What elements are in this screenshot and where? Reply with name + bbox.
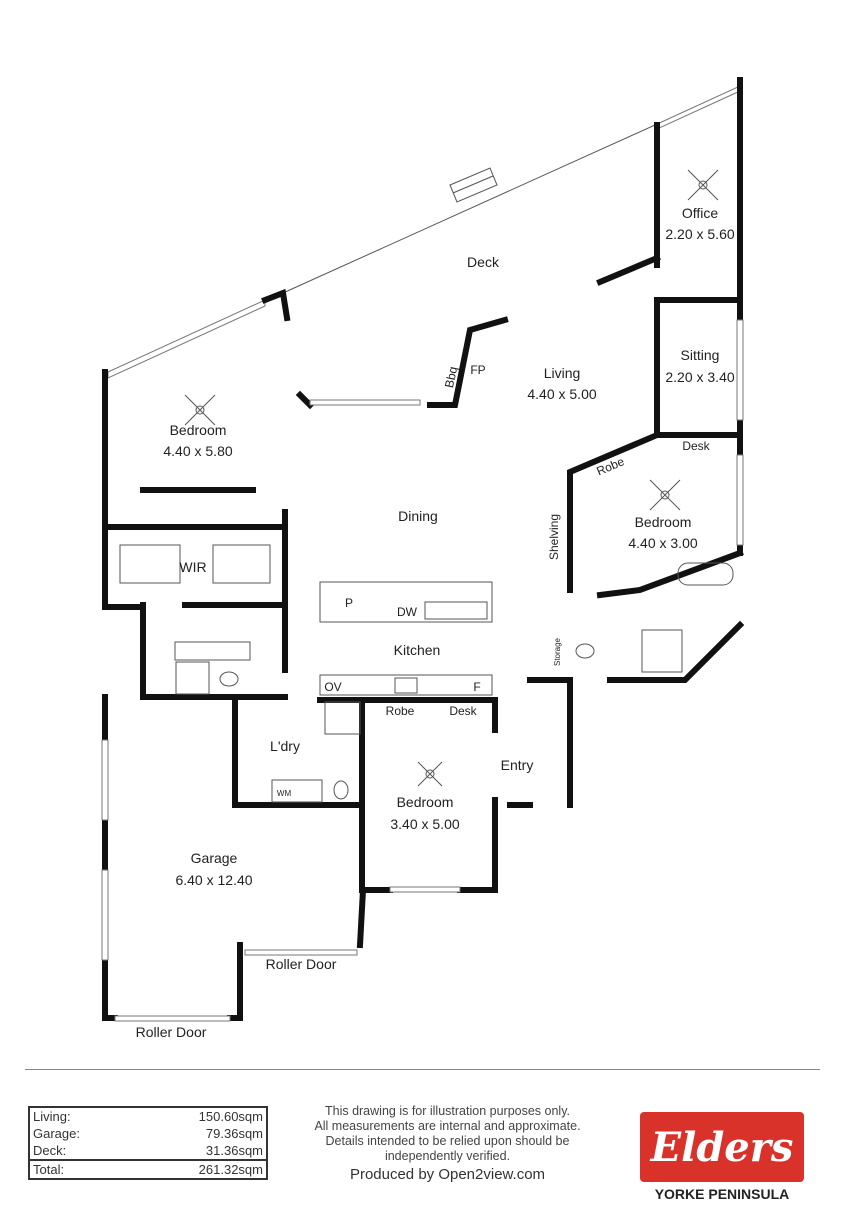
elders-logo: Elders	[640, 1112, 804, 1182]
washing-machine	[271, 779, 323, 803]
shelving-label: Shelving	[547, 514, 561, 560]
sliding-door	[309, 399, 421, 406]
area-label: Deck:	[33, 1143, 67, 1158]
ceiling-fan-icon	[184, 394, 216, 426]
disclaimer-line: This drawing is for illustration purpose…	[324, 1104, 570, 1118]
total-value: 261.32sqm	[198, 1162, 263, 1177]
ceiling-fan-icon	[649, 479, 681, 511]
room-label-kitchen: Kitchen	[394, 642, 441, 658]
wir-shelf	[212, 544, 271, 584]
shower	[175, 661, 210, 695]
window	[389, 886, 461, 893]
oven-label: OV	[324, 680, 341, 694]
vanity	[174, 641, 251, 661]
logo-subtitle: YORKE PENINSULA	[654, 1186, 790, 1202]
area-row: Deck: 31.36sqm	[30, 1142, 266, 1159]
room-dim-bedroom: 3.40 x 5.00	[390, 816, 459, 832]
room-label-deck: Deck	[467, 254, 500, 270]
fireplace-label: FP	[470, 363, 485, 377]
total-label: Total:	[33, 1162, 65, 1177]
dishwasher-label: DW	[397, 605, 418, 619]
deck-edge	[282, 124, 656, 294]
window	[654, 85, 741, 130]
area-row: Living: 150.60sqm	[30, 1108, 266, 1125]
walls	[102, 77, 745, 1021]
room-label-entry: Entry	[501, 757, 534, 773]
pantry-label: P	[345, 596, 353, 610]
ceiling-fan-icon	[687, 169, 719, 201]
area-value: 79.36sqm	[205, 1126, 263, 1141]
roller-door	[244, 949, 358, 956]
total-row: Total: 261.32sqm	[30, 1159, 266, 1178]
room-label-living: Living	[544, 365, 581, 381]
roller-door-label: Roller Door	[266, 956, 337, 972]
room-label-garage: Garage	[191, 850, 238, 866]
area-value: 31.36sqm	[205, 1143, 263, 1158]
bbq-label: Bbq	[442, 365, 460, 389]
room-label-office: Office	[682, 205, 719, 221]
deck-steps	[449, 167, 498, 203]
sink	[424, 601, 488, 620]
area-row: Garage: 79.36sqm	[30, 1125, 266, 1142]
robe-label: Robe	[386, 704, 415, 718]
area-value: 150.60sqm	[198, 1109, 263, 1124]
room-label-wir: WIR	[179, 559, 206, 575]
disclaimer: This drawing is for illustration purpose…	[285, 1104, 610, 1182]
fridge-label: F	[473, 680, 480, 694]
room-label-dining: Dining	[398, 508, 438, 524]
room-label-sitting: Sitting	[681, 347, 720, 363]
storage-label: Storage	[553, 637, 562, 666]
window	[736, 454, 744, 546]
toilet	[219, 671, 239, 687]
produced-by: Produced by Open2view.com	[349, 1166, 546, 1183]
area-label: Living:	[33, 1109, 71, 1124]
disclaimer-line: Details intended to be relied upon shoul…	[325, 1134, 570, 1148]
area-label: Garage:	[33, 1126, 80, 1141]
room-label-laundry: L'dry	[270, 738, 300, 754]
toilet	[333, 780, 349, 800]
room-dim-bedroom: 4.40 x 5.80	[163, 443, 232, 459]
shower	[641, 629, 683, 673]
room-dim-living: 4.40 x 5.00	[527, 386, 596, 402]
wir-shelf	[119, 544, 181, 584]
window	[101, 869, 109, 961]
cooktop	[394, 677, 418, 694]
room-dim-garage: 6.40 x 12.40	[175, 872, 252, 888]
room-label-bedroom: Bedroom	[397, 794, 454, 810]
window	[101, 739, 109, 821]
window	[736, 319, 744, 421]
disclaimer-line: All measurements are internal and approx…	[314, 1119, 581, 1133]
washing-machine-label: WM	[277, 789, 292, 798]
disclaimer-line: independently verified.	[384, 1149, 511, 1163]
kitchen-bench	[319, 581, 493, 623]
toilet	[575, 643, 595, 659]
area-summary-table: Living: 150.60sqm Garage: 79.36sqm Deck: 31…	[28, 1106, 268, 1180]
kitchen-counter	[319, 674, 493, 696]
ceiling-fan-icon	[417, 761, 443, 787]
window	[107, 299, 266, 379]
bath	[677, 562, 734, 586]
room-dim-sitting: 2.20 x 3.40	[665, 369, 734, 385]
floor-plan: Deck Office 2.20 x 5.60 Sitting 2.20 x 3…	[101, 77, 745, 1040]
divider	[25, 1069, 820, 1070]
desk-label: Desk	[449, 704, 477, 718]
roller-door-label: Roller Door	[136, 1024, 207, 1040]
room-dim-office: 2.20 x 5.60	[665, 226, 734, 242]
shower	[324, 701, 361, 735]
room-label-bedroom: Bedroom	[635, 514, 692, 530]
roller-door	[114, 1015, 231, 1022]
room-label-bedroom: Bedroom	[170, 422, 227, 438]
desk-label: Desk	[682, 439, 710, 453]
room-dim-bedroom: 4.40 x 3.00	[628, 535, 697, 551]
